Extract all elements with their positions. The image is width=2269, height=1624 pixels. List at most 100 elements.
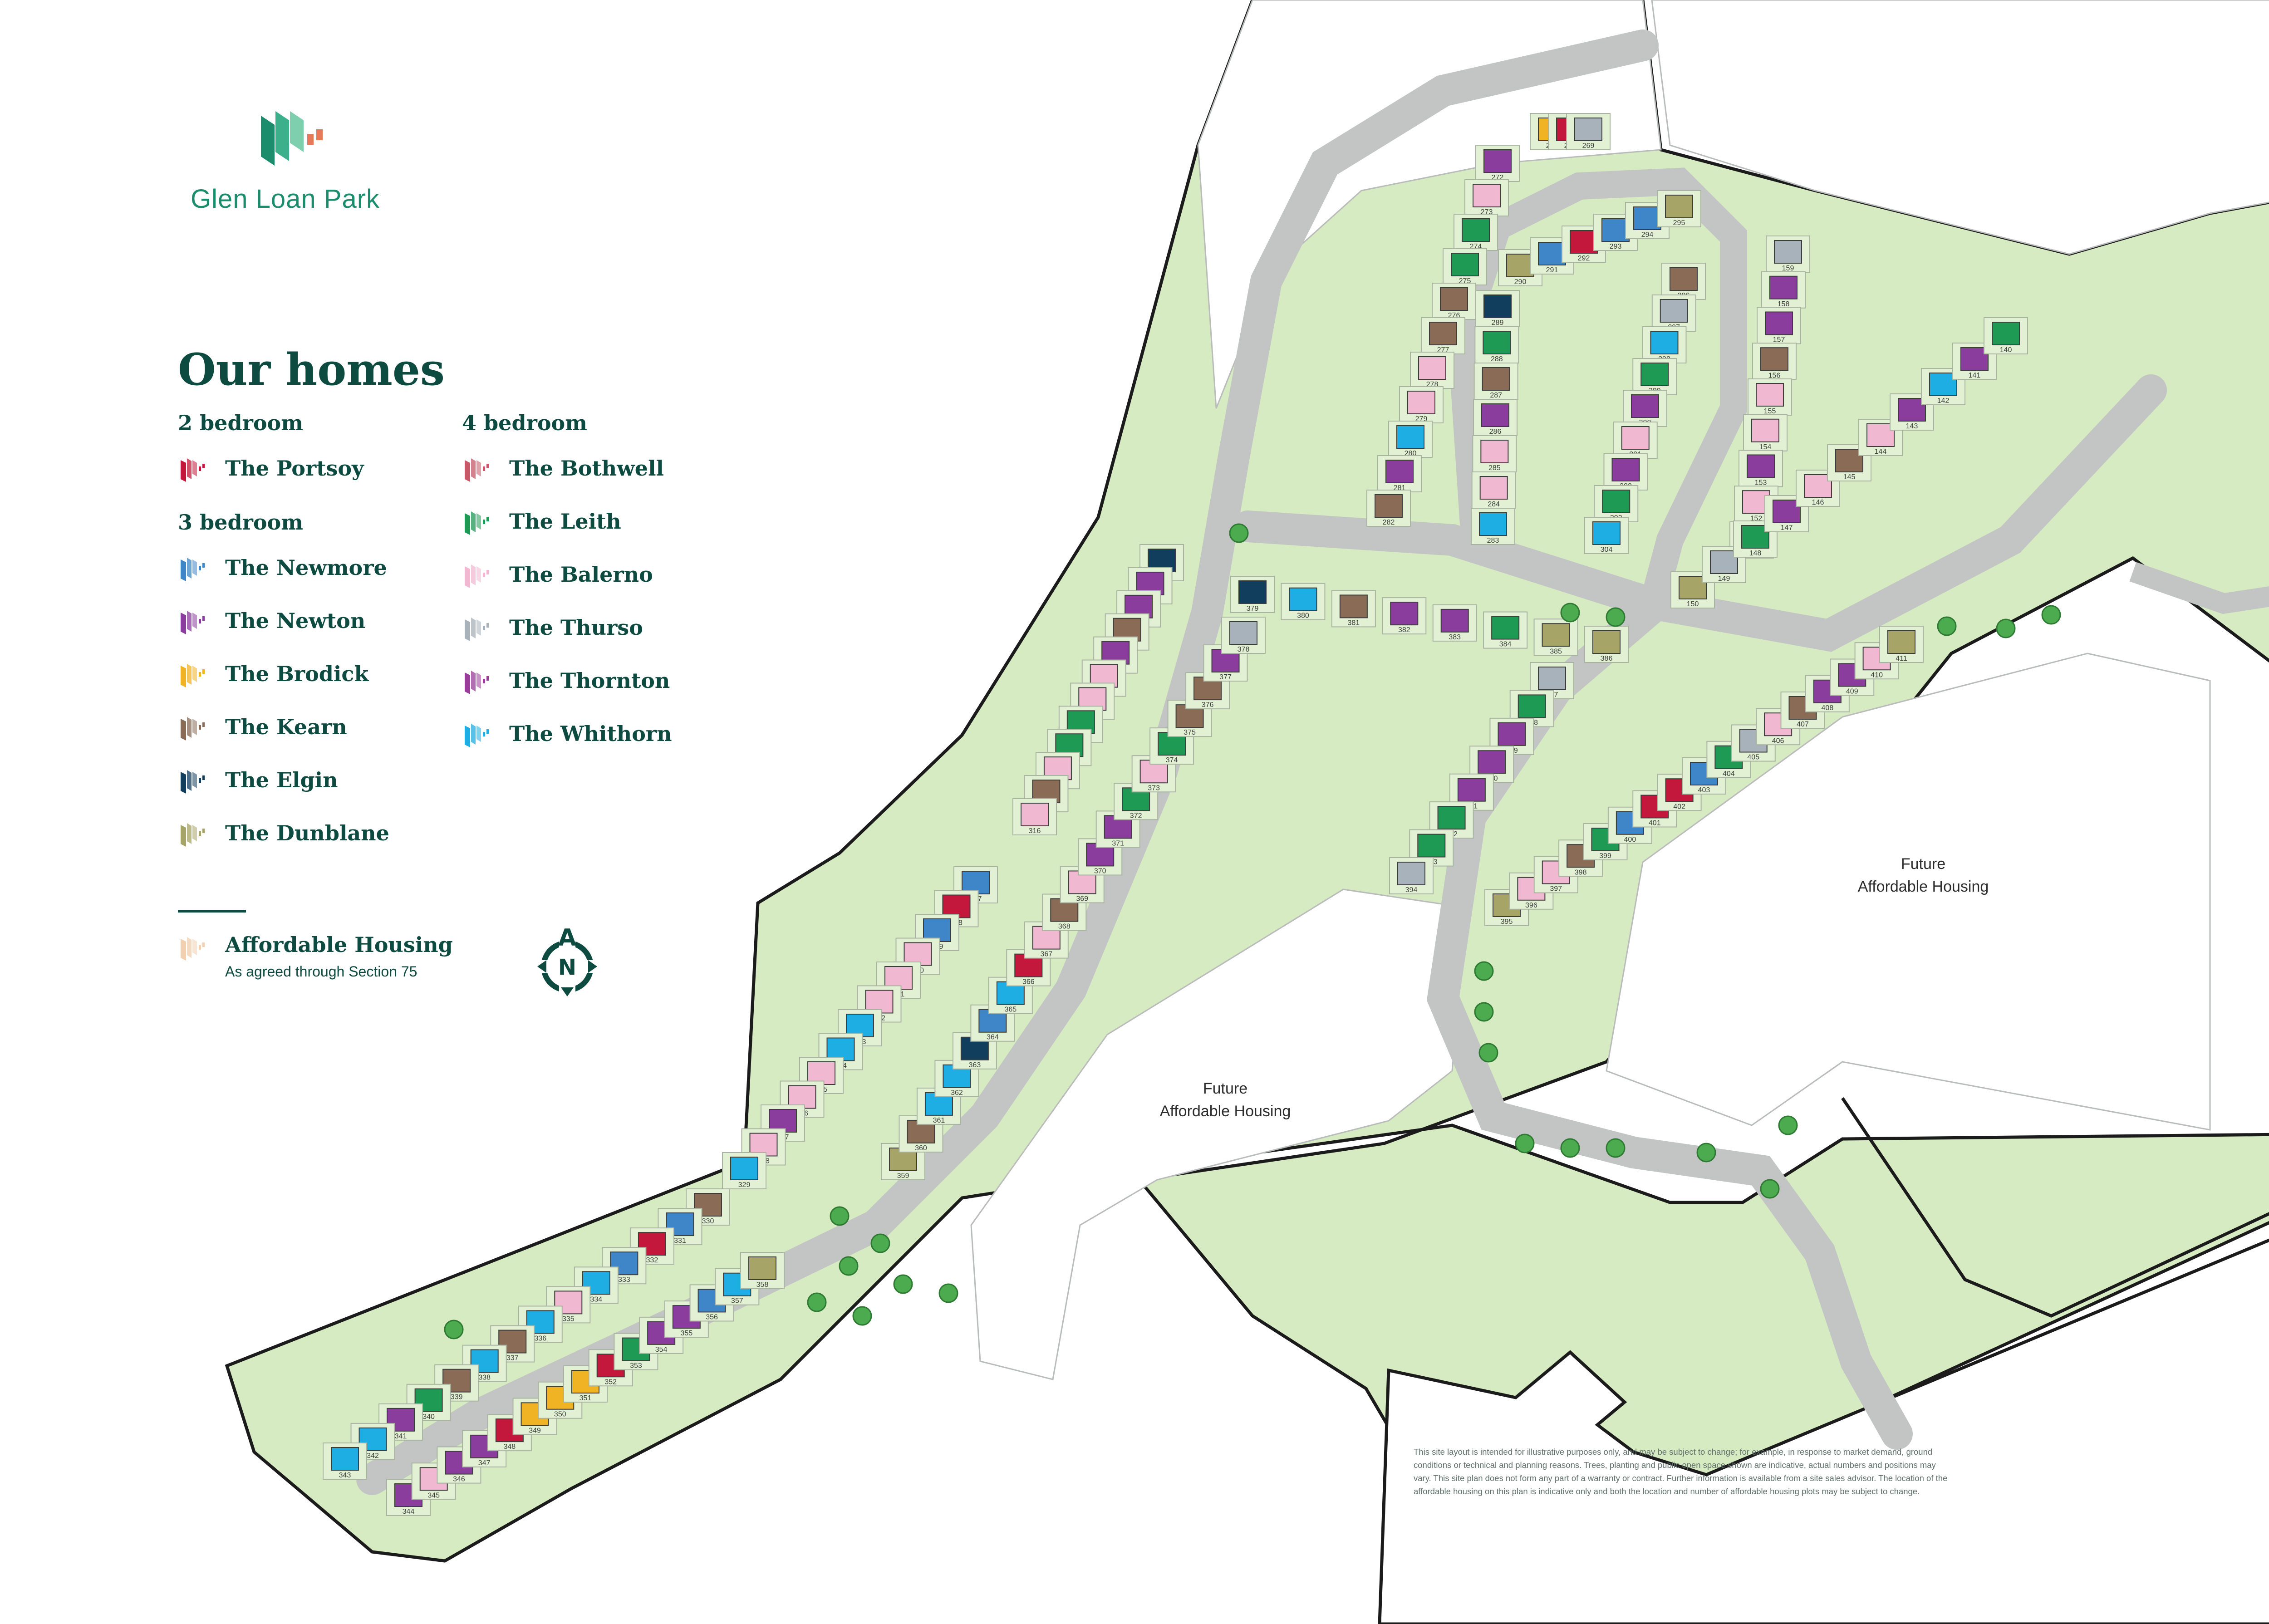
plot-number: 316: [1029, 827, 1041, 835]
plot-number: 341: [395, 1433, 407, 1440]
house-footprint: [1602, 490, 1631, 513]
plot-number: 284: [1488, 500, 1500, 508]
legend-item-elgin: The Elgin: [178, 753, 432, 806]
plot-number: 330: [702, 1217, 714, 1225]
house-footprint: [1518, 694, 1546, 718]
tree-icon: [1937, 616, 1957, 636]
tree-icon: [1515, 1133, 1535, 1153]
plot-number: 394: [1405, 886, 1418, 894]
tree-icon: [1478, 1043, 1498, 1063]
plot-number: 385: [1550, 648, 1562, 655]
plot-number: 362: [951, 1089, 963, 1097]
plot-number: 371: [1112, 839, 1124, 847]
plot-number: 295: [1673, 219, 1685, 227]
plot-155: 155: [1748, 378, 1792, 416]
tree-icon: [1778, 1115, 1798, 1135]
plot-number: 384: [1499, 641, 1512, 648]
legend-title: Our homes: [178, 344, 445, 395]
plot-number: 288: [1491, 355, 1503, 363]
tree-icon: [444, 1320, 464, 1339]
plot-158: 158: [1761, 271, 1806, 309]
plot-number: 340: [422, 1413, 435, 1421]
plot-157: 157: [1757, 307, 1801, 344]
legend-item-label: The Elgin: [225, 767, 338, 792]
plot-number: 382: [1398, 626, 1410, 634]
house-footprint: [1396, 425, 1424, 449]
plot-number: 331: [674, 1237, 686, 1245]
plot-342: 342: [350, 1423, 395, 1460]
legend-item-label: The Balerno: [509, 562, 653, 587]
plot-number: 141: [1969, 372, 1981, 379]
legend-item-leith: The Leith: [462, 495, 716, 548]
plot-number: 357: [731, 1297, 743, 1305]
house-footprint: [1574, 118, 1602, 141]
affordable-housing-note: As agreed through Section 75: [225, 963, 417, 980]
north-arrow-compass-icon: A N: [537, 924, 597, 996]
plot-number: 153: [1755, 479, 1767, 487]
plot-number: 376: [1202, 701, 1214, 709]
legend-item-label: The Thurso: [509, 615, 643, 640]
house-footprint: [1478, 750, 1506, 774]
plot-number: 349: [529, 1427, 541, 1434]
plot-146: 146: [1796, 470, 1840, 507]
plot-number: 374: [1166, 756, 1178, 764]
plot-number: 365: [1004, 1006, 1017, 1014]
plot-number: 342: [367, 1452, 379, 1460]
plot-number: 386: [1601, 655, 1613, 662]
future-affordable-housing-area-west: [970, 888, 1467, 1380]
house-footprint: [1542, 623, 1570, 647]
house-footprint: [1592, 521, 1621, 545]
plot-number: 333: [618, 1276, 630, 1284]
plot-296: 296: [1661, 263, 1706, 300]
house-swatch-icon: [178, 553, 221, 582]
plot-383: 383: [1432, 604, 1477, 642]
plot-number: 294: [1641, 231, 1654, 239]
tree-icon: [1229, 523, 1249, 543]
tree-icon: [1474, 961, 1494, 981]
legend-item-whithorn: The Whithorn: [462, 707, 716, 760]
glen-loan-park-logo: [261, 111, 323, 166]
house-footprint: [1390, 602, 1419, 626]
house-footprint: [1482, 367, 1510, 391]
house-footprint: [1670, 267, 1698, 291]
house-footprint: [1633, 206, 1661, 230]
brand-name: Glen Loan Park: [191, 184, 380, 214]
plot-number: 383: [1449, 633, 1461, 641]
house-footprint: [1538, 242, 1566, 265]
house-swatch-icon: [462, 560, 506, 589]
plot-411: 411: [1879, 626, 1924, 663]
plot-287: 287: [1473, 363, 1518, 400]
plot-number: 334: [590, 1295, 602, 1303]
plot-number: 373: [1148, 784, 1160, 792]
legend-item-kearn: The Kearn: [178, 700, 432, 753]
plot-277: 277: [1421, 317, 1465, 354]
plot-number: 289: [1492, 319, 1504, 327]
house-footprint: [1621, 426, 1650, 450]
plot-272: 272: [1475, 145, 1520, 182]
tree-icon: [1474, 1002, 1494, 1022]
plot-number: 400: [1624, 836, 1636, 844]
existing-housing-northeast: [1651, 0, 2269, 255]
house-footprint: [1747, 454, 1775, 478]
legend-item-label: The Leith: [509, 509, 621, 534]
house-footprint: [1385, 460, 1414, 483]
house-footprint: [1506, 254, 1534, 277]
compass-letter-n: N: [558, 955, 576, 980]
house-footprint: [1760, 347, 1788, 371]
plot-297: 297: [1651, 294, 1696, 332]
plot-159: 159: [1766, 236, 1810, 273]
house-footprint: [1631, 394, 1659, 418]
plot-number: 147: [1781, 524, 1793, 532]
legend-item-label: The Whithorn: [509, 721, 672, 746]
house-footprint: [1483, 294, 1512, 318]
house-footprint: [1592, 630, 1621, 654]
legend-item-label: The Thornton: [509, 668, 670, 693]
plot-280: 280: [1388, 421, 1433, 458]
plot-number: 397: [1550, 885, 1562, 893]
house-swatch-icon: [178, 454, 221, 483]
plot-154: 154: [1743, 414, 1788, 451]
house-swatch-icon: [462, 666, 506, 695]
plot-number: 344: [403, 1508, 415, 1516]
house-footprint: [1417, 834, 1446, 858]
plot-number: 409: [1846, 688, 1858, 696]
